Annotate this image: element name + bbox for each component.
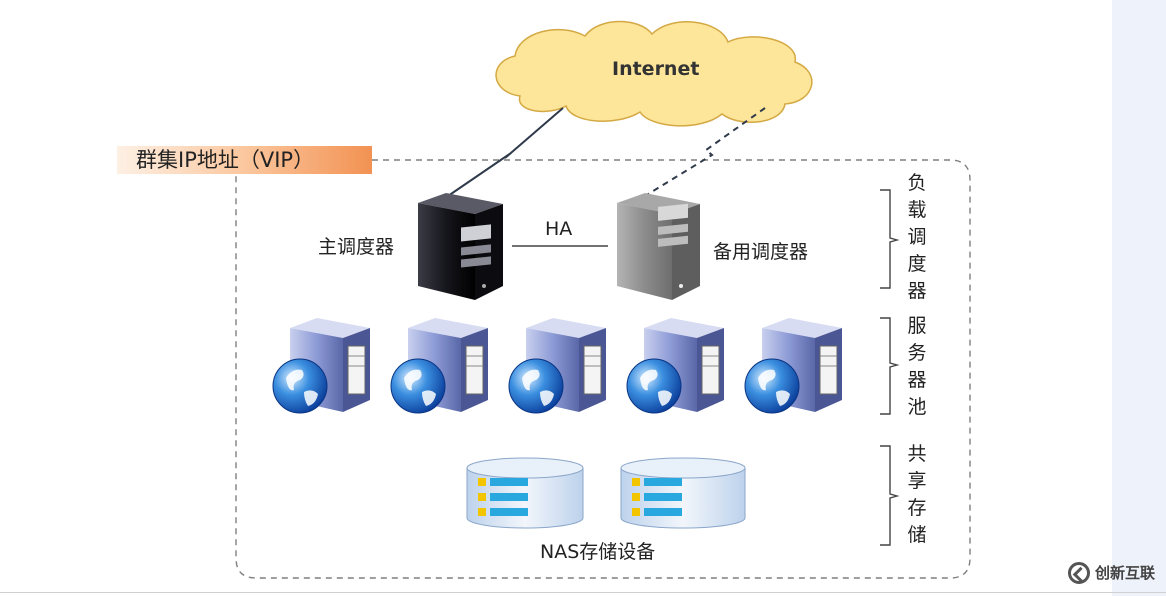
group-char: 载 [907, 199, 927, 221]
nas-storage-label: NAS存储设备 [540, 541, 656, 563]
vip-banner [117, 146, 372, 174]
group-char: 负 [907, 172, 927, 194]
server-pool-group-bracket [880, 317, 900, 415]
watermark-text: 创新互联 [1095, 564, 1156, 582]
server-pool-group-label: 服 务 器 池 [906, 313, 928, 421]
group-char: 池 [907, 396, 927, 418]
group-char: 共 [907, 443, 927, 465]
web-server-icon [390, 318, 488, 414]
group-char: 储 [907, 524, 927, 546]
scheduler-group-label: 负 载 调 度 器 [906, 170, 928, 305]
storage-group-label: 共 享 存 储 [906, 441, 928, 549]
primary-link [447, 107, 564, 197]
group-char: 存 [907, 497, 927, 519]
group-char: 务 [907, 342, 927, 364]
slide: 群集IP地址（VIP） Internet 主调度器 备用调度器 HA NAS存储… [117, 20, 971, 579]
side-panel [1112, 0, 1166, 596]
group-char: 度 [907, 253, 927, 275]
storage-group-bracket [880, 445, 900, 546]
server-pool [272, 318, 842, 414]
master-scheduler-icon [418, 193, 503, 300]
backup-link [644, 107, 766, 197]
web-server-icon [272, 318, 370, 414]
internet-cloud [495, 20, 813, 127]
group-char: 享 [907, 470, 927, 492]
group-char: 器 [907, 369, 927, 391]
watermark-logo: 创新互联 [1068, 562, 1166, 586]
cluster-boundary [235, 159, 971, 579]
backup-scheduler-label: 备用调度器 [713, 241, 809, 263]
network-diagram [235, 20, 971, 579]
vip-label: 群集IP地址（VIP） [136, 148, 315, 172]
group-char: 器 [907, 280, 927, 302]
web-server-icon [626, 318, 724, 414]
web-server-icon [744, 318, 842, 414]
nas-storage-1 [466, 457, 584, 529]
logo-icon [1068, 562, 1090, 584]
backup-scheduler-icon [617, 193, 700, 300]
scheduler-group-bracket [880, 189, 900, 289]
group-char: 服 [907, 315, 927, 337]
web-server-icon [508, 318, 606, 414]
master-scheduler-label: 主调度器 [318, 236, 395, 258]
bottom-divider [0, 592, 1166, 593]
ha-label: HA [545, 218, 573, 240]
internet-label: Internet [612, 58, 700, 80]
group-char: 调 [907, 226, 927, 248]
nas-storage-2 [620, 457, 746, 529]
